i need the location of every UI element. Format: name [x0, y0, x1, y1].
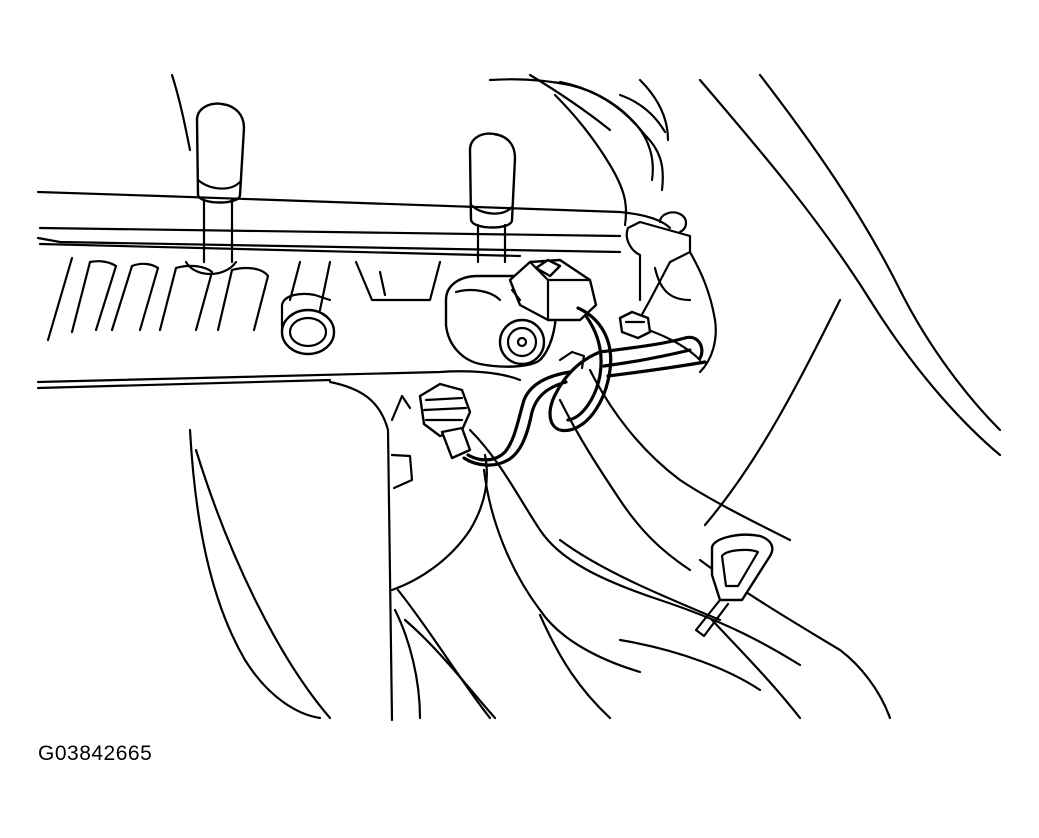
- intake-manifold-upper: [170, 73, 670, 227]
- hose-fitting: [558, 350, 586, 370]
- background-body-lines: [698, 73, 1002, 720]
- electrical-connector: [508, 258, 598, 322]
- manifold-ribs: [46, 256, 442, 342]
- wiring-harness: [462, 306, 707, 467]
- fuel-rail: [36, 190, 672, 258]
- dipstick: [694, 533, 774, 638]
- intake-lower-housing: [188, 368, 892, 720]
- sensor-connector: [418, 382, 472, 460]
- figure-code: G03842665: [38, 742, 153, 765]
- mounting-bracket: [618, 211, 717, 374]
- manifold-tab: [390, 394, 414, 490]
- injector-right: [468, 132, 517, 264]
- bracket-bolt: [618, 310, 652, 340]
- manifold-boss: [280, 292, 336, 356]
- plenum-lower-edge: [36, 370, 522, 722]
